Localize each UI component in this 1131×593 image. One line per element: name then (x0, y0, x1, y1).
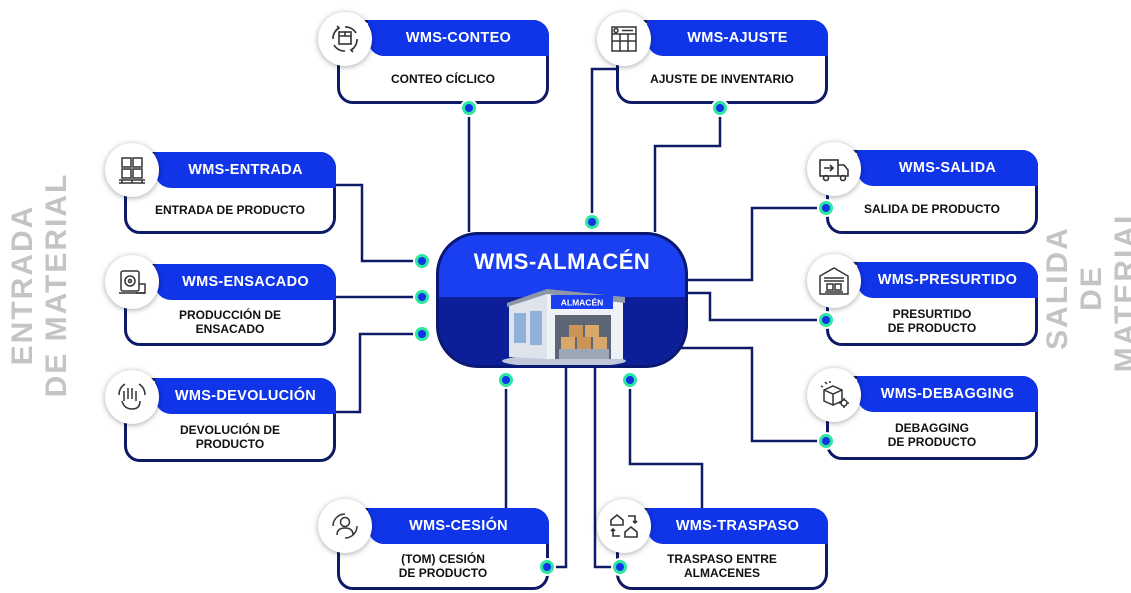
card-entrada[interactable]: WMS-ENTRADA ENTRADA DE PRODUCTO (124, 152, 336, 234)
card-devolucion-subtitle: DEVOLUCIÓN DE PRODUCTO (179, 423, 280, 451)
connector-devolucion (336, 332, 422, 414)
card-salida[interactable]: WMS-SALIDA SALIDA DE PRODUCTO (826, 150, 1038, 234)
center-node-almacen[interactable]: WMS-ALMACÉN ALMACÉN (436, 232, 688, 368)
card-cesion-subtitle: (TOM) CESIÓN DE PRODUCTO (398, 552, 488, 580)
card-conteo-title: WMS-CONTEO (368, 20, 549, 56)
card-entrada-title: WMS-ENTRADA (155, 152, 336, 188)
bagging-machine-icon (105, 255, 159, 309)
card-cesion[interactable]: WMS-CESIÓN (TOM) CESIÓN DE PRODUCTO (337, 508, 549, 590)
card-debagging-title: WMS-DEBAGGING (857, 376, 1038, 412)
connector-cesion-center (554, 368, 568, 569)
return-hand-icon (105, 370, 159, 424)
connector-dot-cesion-center (499, 373, 513, 387)
card-conteo-subtitle: CONTEO CÍCLICO (391, 72, 495, 86)
connector-dot-cesion (540, 560, 554, 574)
card-debagging-subtitle: DEBAGGING DE PRODUCTO (887, 421, 977, 449)
card-ajuste-subtitle: AJUSTE DE INVENTARIO (650, 72, 794, 86)
side-label-entrada: ENTRADA DE MATERIAL (6, 172, 73, 398)
inventory-board-icon (597, 12, 651, 66)
card-presurtido-subtitle: PRESURTIDO DE PRODUCTO (887, 307, 977, 335)
center-title: WMS-ALMACÉN (473, 249, 651, 274)
warehouse-transfer-icon (597, 499, 651, 553)
person-cycle-icon (318, 499, 372, 553)
delivery-truck-icon (807, 142, 861, 196)
card-presurtido[interactable]: WMS-PRESURTIDO PRESURTIDO DE PRODUCTO (826, 262, 1038, 346)
connector-entrada (336, 183, 422, 263)
connector-dot-traspaso-center (623, 373, 637, 387)
connector-dot-ajuste (713, 101, 727, 115)
cycle-box-icon (318, 12, 372, 66)
card-presurtido-title: WMS-PRESURTIDO (857, 262, 1038, 298)
box-settings-icon (807, 368, 861, 422)
connector-traspaso-center (628, 380, 704, 508)
card-traspaso-title: WMS-TRASPASO (647, 508, 828, 544)
connector-dot-presurtido (819, 313, 833, 327)
connector-dot-traspaso (613, 560, 627, 574)
card-entrada-subtitle: ENTRADA DE PRODUCTO (154, 203, 305, 217)
card-salida-title: WMS-SALIDA (857, 150, 1038, 186)
connector-ajuste-center (653, 108, 722, 232)
warehouse-building-icon: ALMACÉN (502, 289, 626, 365)
card-cesion-title: WMS-CESIÓN (368, 508, 549, 544)
card-traspaso[interactable]: WMS-TRASPASO TRASPASO ENTRE ALMACENES (616, 508, 828, 590)
connector-cesion (504, 380, 508, 517)
side-label-salida: SALIDA DE MATERIAL (1041, 203, 1131, 373)
connector-dot-entrada (415, 254, 429, 268)
building-sign: ALMACÉN (561, 298, 604, 308)
card-salida-subtitle: SALIDA DE PRODUCTO (863, 202, 1000, 216)
card-ajuste-title: WMS-AJUSTE (647, 20, 828, 56)
card-traspaso-subtitle: TRASPASO ENTRE ALMACENES (667, 552, 777, 580)
connector-presurtido (688, 291, 826, 322)
connector-debagging (676, 346, 826, 443)
connector-dot-conteo (462, 101, 476, 115)
card-devolucion-title: WMS-DEVOLUCIÓN (155, 378, 336, 414)
connector-dot-devolucion (415, 327, 429, 341)
pallet-boxes-icon (105, 143, 159, 197)
connector-ajuste (590, 67, 616, 222)
connector-dot-ajuste-center (585, 215, 599, 229)
connector-dot-debagging (819, 434, 833, 448)
card-ensacado-subtitle: PRODUCCIÓN DE ENSACADO (178, 308, 281, 336)
card-conteo[interactable]: WMS-CONTEO CONTEO CÍCLICO (337, 20, 549, 104)
connector-dot-ensacado (415, 290, 429, 304)
connector-salida (688, 206, 826, 282)
warehouse-pallet-icon (807, 254, 861, 308)
card-debagging[interactable]: WMS-DEBAGGING DEBAGGING DE PRODUCTO (826, 376, 1038, 460)
connector-dot-salida (819, 201, 833, 215)
card-ensacado-title: WMS-ENSACADO (155, 264, 336, 300)
connector-traspaso (593, 368, 620, 569)
